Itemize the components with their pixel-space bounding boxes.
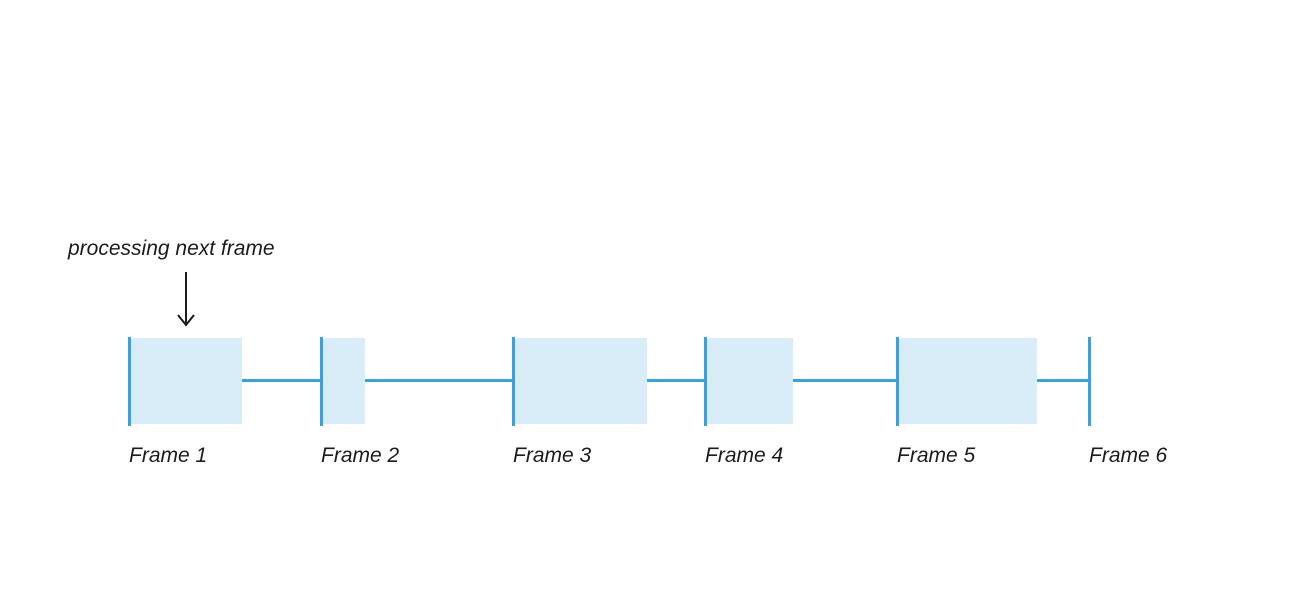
- processing-block: [898, 338, 1037, 424]
- frame-label: Frame 5: [897, 444, 976, 467]
- frame-tick: [896, 337, 899, 426]
- frame-label: Frame 4: [705, 444, 784, 467]
- frame-tick: [512, 337, 515, 426]
- processing-block: [322, 338, 365, 424]
- frame-tick: [128, 337, 131, 426]
- frame-label: Frame 6: [1089, 444, 1168, 467]
- processing-block: [514, 338, 647, 424]
- frame-tick: [320, 337, 323, 426]
- frame-tick: [1088, 337, 1091, 426]
- processing-block: [706, 338, 793, 424]
- down-arrow-icon: [177, 272, 195, 327]
- frame-label: Frame 3: [513, 444, 592, 467]
- processing-block: [130, 338, 242, 424]
- frame-tick: [704, 337, 707, 426]
- frame-label: Frame 2: [321, 444, 400, 467]
- annotation-processing-next-frame: processing next frame: [68, 237, 275, 260]
- frame-label: Frame 1: [129, 444, 208, 467]
